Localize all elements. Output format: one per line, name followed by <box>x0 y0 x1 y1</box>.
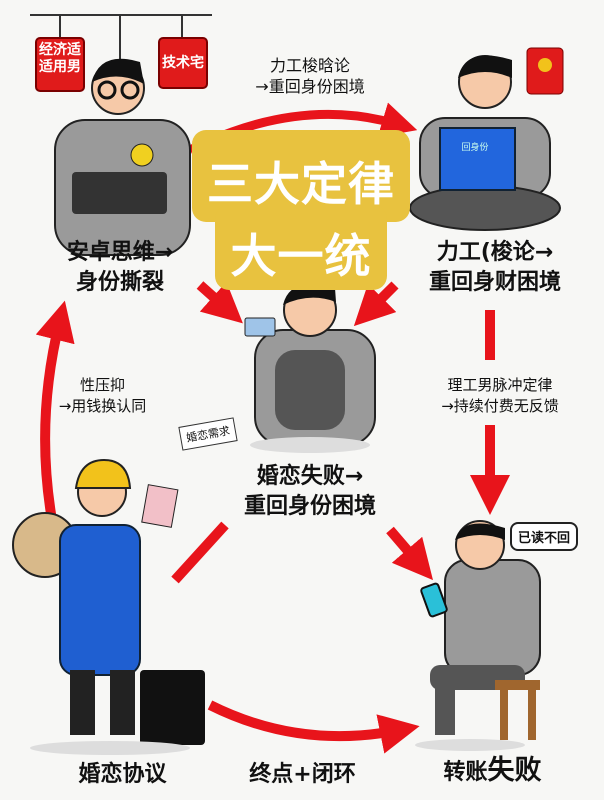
arrow-left-up <box>35 300 75 521</box>
node-bottom-right: 转账失败 <box>420 756 565 788</box>
arrow-center-bl <box>171 521 229 584</box>
person-worker <box>12 458 205 755</box>
red-envelope-icon <box>526 47 564 95</box>
tag-economical-man: 经济适 适用男 <box>35 37 85 92</box>
side-note-right-line1: 理工男脉冲定律 <box>447 376 553 394</box>
top-note-line1: 力工梭晗论 <box>269 56 350 75</box>
node-bottom-center: 终点+闭环 <box>249 762 356 787</box>
node-bottom-left: 婚恋协议 <box>78 762 167 787</box>
arrow-diag-right <box>353 281 399 327</box>
person-phone <box>415 520 541 751</box>
side-note-left-line1: 性压抑 <box>79 376 125 394</box>
side-note-left-line2: →用钱换认同 <box>58 397 147 415</box>
person-sitting-sad <box>244 283 376 453</box>
top-note: 力工梭晗论 →重回身份困境 <box>240 55 380 97</box>
node-center-line2: 重回身份困境 <box>243 494 376 519</box>
side-note-right-line2: →持续付费无反馈 <box>441 397 559 415</box>
book-cover-text: 回身份 <box>461 143 489 153</box>
side-note-left: 性压抑 →用钱换认同 <box>45 375 160 417</box>
speech-bubble: 已读不回 <box>510 522 579 551</box>
node-bottom-right-bold: 失败 <box>487 755 542 786</box>
person-programmer <box>54 58 191 256</box>
top-note-line2: →重回身份困境 <box>255 77 365 96</box>
node-top-left-line2: 身份撕裂 <box>75 270 164 295</box>
node-bottom-right-normal: 转账 <box>443 760 488 785</box>
center-title-line2: 大一统 <box>230 229 372 283</box>
node-center: 婚恋失败→ 重回身份困境 <box>220 462 400 522</box>
node-top-right: 力工(梭论→ 重回身财困境 <box>410 238 580 298</box>
side-note-right: 理工男脉冲定律 →持续付费无反馈 <box>420 375 580 417</box>
title-box-bottom <box>215 205 387 290</box>
person-reading <box>409 55 561 231</box>
center-title-line1: 三大定律 <box>207 157 395 211</box>
arrow-diag-left <box>196 281 243 324</box>
node-center-line1: 婚恋失败→ <box>256 464 364 489</box>
node-top-right-line1: 力工(梭论→ <box>436 240 554 265</box>
arrow-bottom-arc <box>207 700 420 754</box>
tag-tech-geek: 技术宅 <box>158 37 208 89</box>
node-top-left-line1: 安卓思维→ <box>66 240 174 265</box>
node-top-left: 安卓思维→ 身份撕裂 <box>35 238 205 298</box>
node-top-right-line2: 重回身财困境 <box>428 270 561 295</box>
arrow-center-br <box>386 526 434 581</box>
